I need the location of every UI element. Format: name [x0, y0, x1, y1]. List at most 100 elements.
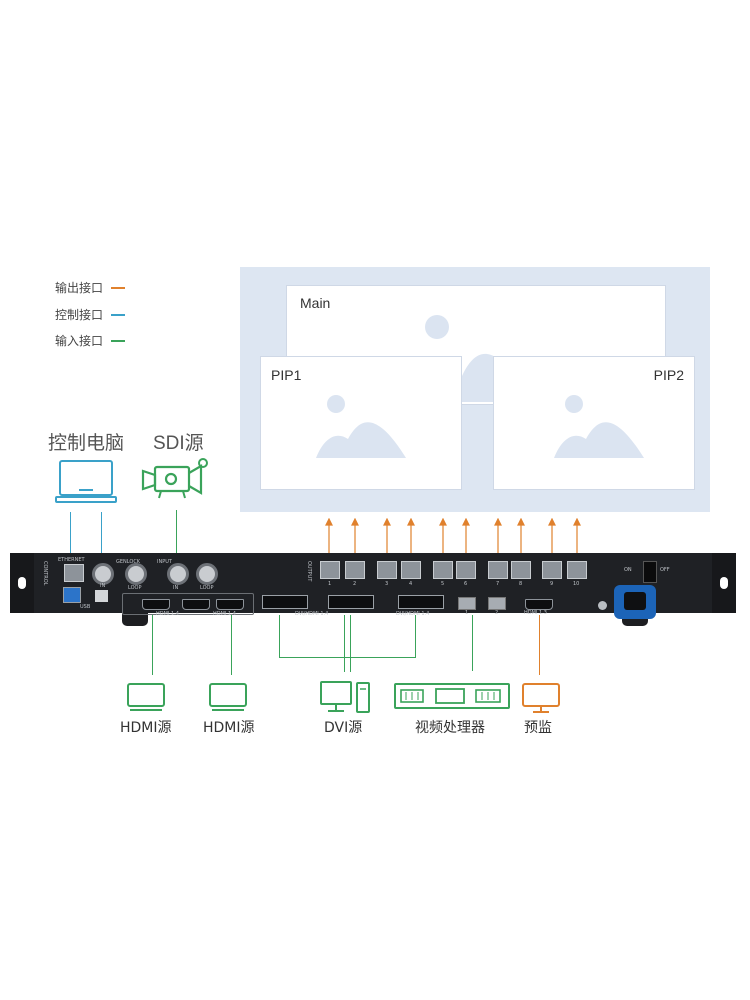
processor-line [472, 615, 473, 671]
pip2-layer-title: PIP2 [653, 367, 684, 383]
genlock-in-bnc[interactable] [92, 563, 114, 585]
pip2-layer: PIP2 [493, 356, 695, 490]
sdi-in-bnc[interactable] [167, 563, 189, 585]
hdmi-source-2-label: HDMI源 [203, 720, 255, 736]
legend-control: 控制接口 [55, 306, 126, 323]
hdmi-in-2-port[interactable] [216, 599, 244, 610]
sfp-number-1: 1 [465, 610, 469, 616]
usb-control-line [101, 512, 102, 558]
output-port-10[interactable] [567, 561, 587, 579]
genlock-loop-label: LOOP [128, 585, 142, 591]
output-port-8[interactable] [511, 561, 531, 579]
hdmi-input-group [122, 593, 254, 615]
sfp-port-1[interactable] [458, 597, 476, 610]
port-number-2: 2 [353, 581, 357, 587]
output-port-2[interactable] [345, 561, 365, 579]
device-foot-left [122, 612, 148, 626]
control-pc-label: 控制电脑 [48, 432, 125, 454]
pip2-image-placeholder-icon [554, 395, 644, 458]
hdmi14-1-label: HDMI 1.4 [156, 611, 179, 617]
port-number-4: 4 [409, 581, 413, 587]
power-inlet[interactable] [614, 585, 656, 619]
legend-input: 输入接口 [55, 332, 126, 349]
ethernet-label: ETHERNET [58, 557, 85, 563]
usb-port[interactable] [63, 587, 81, 603]
dvi-line-b [415, 615, 416, 657]
legend-output-swatch [111, 286, 126, 289]
port-number-7: 7 [496, 581, 500, 587]
hdmi-source-1-label: HDMI源 [120, 720, 172, 736]
sfp-number-2: 2 [495, 610, 499, 616]
power-off-label: OFF [660, 567, 670, 573]
port-number-1: 1 [328, 581, 332, 587]
output-port-4[interactable] [401, 561, 421, 579]
dvi-in-2-port[interactable] [398, 595, 444, 609]
power-switch[interactable] [643, 561, 657, 583]
dvi-line-c [344, 615, 345, 672]
port-number-10: 10 [573, 581, 580, 587]
hdmi-loop-port[interactable] [182, 599, 210, 610]
video-processor-label: 视频处理器 [415, 720, 485, 736]
hdmi-in-1-port[interactable] [142, 599, 170, 610]
output-port-7[interactable] [488, 561, 508, 579]
pip1-image-placeholder-icon [316, 395, 406, 458]
sdi-input-line [176, 510, 177, 558]
rack-hole-right [720, 577, 728, 589]
dvi-line-d [350, 615, 351, 672]
port-number-5: 5 [441, 581, 445, 587]
port-number-9: 9 [550, 581, 554, 587]
legend-control-label: 控制接口 [55, 308, 104, 322]
sdi-loop-bnc[interactable] [196, 563, 218, 585]
legend-input-swatch [111, 339, 126, 342]
video-processor-icon [394, 683, 510, 709]
hdmi2-input-line [231, 615, 232, 675]
output-port-1[interactable] [320, 561, 340, 579]
dvi-a-label: DVI/HDMI 1.4 [295, 611, 329, 617]
main-layer-title: Main [300, 295, 331, 311]
port-number-8: 8 [519, 581, 523, 587]
sdi-source-label: SDI源 [153, 433, 204, 454]
port-number-6: 6 [464, 581, 468, 587]
hdmi-preview-out-port[interactable] [525, 599, 553, 610]
usb-label: USB [80, 604, 91, 610]
hdmi-source-1-monitor-icon [127, 683, 165, 711]
dvi-line-join [279, 657, 416, 658]
hdmi-source-2-monitor-icon [209, 683, 247, 711]
laptop-icon [55, 460, 117, 503]
sdi-in-label: IN [173, 585, 179, 591]
genlock-label: GENLOCK [116, 559, 141, 565]
legend-control-swatch [111, 313, 126, 316]
genlock-in-label: IN [100, 583, 106, 589]
usb-b-port[interactable] [95, 590, 108, 602]
hdmi1-input-line [152, 615, 153, 675]
output-label: OUTPUT [306, 561, 312, 582]
hdmi13-label: HDMI 1.3 [524, 610, 547, 616]
output-port-6[interactable] [456, 561, 476, 579]
pip1-layer: PIP1 [260, 356, 462, 490]
output-port-3[interactable] [377, 561, 397, 579]
preview-monitor-icon [522, 683, 560, 713]
control-label: CONTROL [42, 561, 48, 586]
pip1-layer-title: PIP1 [271, 367, 302, 383]
legend-output: 输出接口 [55, 279, 126, 296]
dvi-line-a [279, 615, 280, 657]
legend-input-label: 输入接口 [55, 334, 104, 348]
hdmi14-2-label: HDMI 1.4 [213, 611, 236, 617]
sfp-port-2[interactable] [488, 597, 506, 610]
rack-hole-left [18, 577, 26, 589]
legend-output-label: 输出接口 [55, 281, 104, 295]
dvi-source-label: DVI源 [324, 720, 363, 736]
ethernet-port[interactable] [64, 564, 84, 582]
dvi-source-desktop-icon [320, 681, 370, 713]
output-port-9[interactable] [542, 561, 562, 579]
power-on-label: ON [624, 567, 632, 573]
video-processor-device: CONTROL ETHERNET USB IN GENLOCK LOOP INP… [10, 553, 736, 617]
genlock-loop-bnc[interactable] [125, 563, 147, 585]
preview-output-line [539, 615, 540, 675]
dvi-in-port[interactable] [262, 595, 308, 609]
sdi-loop-label: LOOP [200, 585, 214, 591]
output-port-5[interactable] [433, 561, 453, 579]
dvi-loop-port[interactable] [328, 595, 374, 609]
input-label: INPUT [157, 559, 172, 565]
power-socket [624, 592, 646, 610]
